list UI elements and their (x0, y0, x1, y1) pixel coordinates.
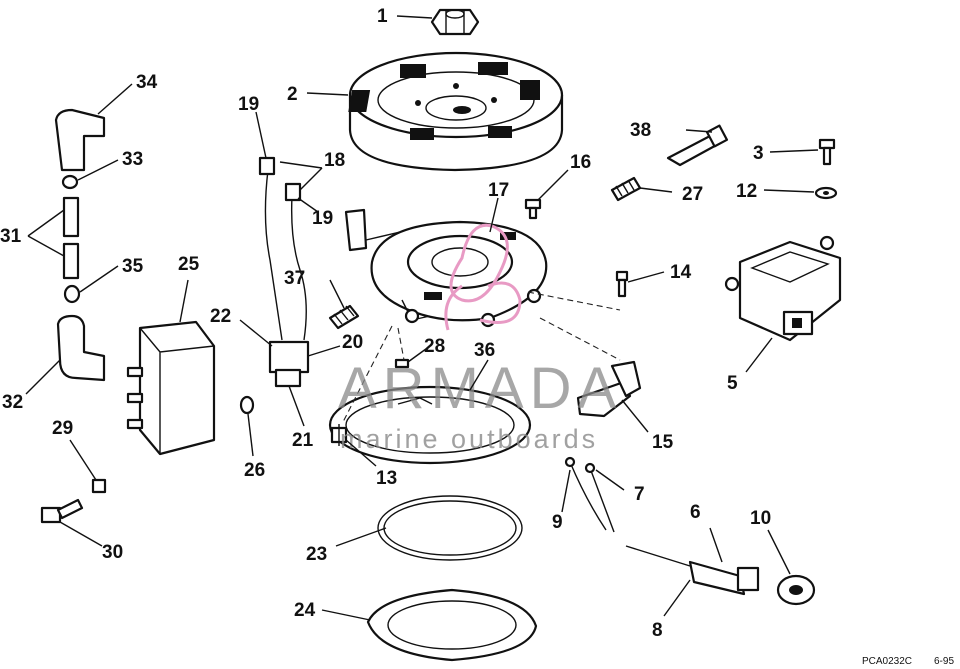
callout-3: 3 (753, 143, 764, 164)
callout-36: 36 (474, 340, 495, 361)
part-16-screw (524, 198, 542, 220)
footer-date: 6-95 (934, 656, 954, 667)
part-30-bolt (40, 498, 84, 524)
part-26-washer (239, 395, 255, 415)
callout-32: 32 (2, 392, 23, 413)
leader-lines (25, 15, 819, 621)
callout-8: 8 (652, 620, 663, 641)
callout-33: 33 (122, 149, 143, 170)
callout-29: 29 (52, 418, 73, 439)
part-28-screw (394, 358, 410, 369)
part-15-bracket (576, 360, 642, 418)
callout-35: 35 (122, 256, 144, 277)
watermark: ARMADA marine outboards (338, 223, 622, 454)
callout-14: 14 (670, 262, 692, 283)
callout-26: 26 (244, 460, 265, 481)
callout-5: 5 (727, 373, 738, 394)
part-1-nut (430, 8, 480, 36)
part-36-sensor-ring (328, 385, 532, 465)
callout-27: 27 (682, 184, 703, 205)
part-10-nut (776, 574, 816, 606)
part-3-screw (818, 138, 836, 166)
callout-34: 34 (136, 72, 158, 93)
part-27-spring (610, 176, 642, 202)
part-hoses (54, 108, 106, 382)
part-24-plate (366, 588, 538, 662)
callout-23: 23 (306, 544, 327, 565)
callout-10: 10 (750, 508, 771, 529)
part-2-flywheel (348, 51, 564, 172)
callout-15: 15 (652, 432, 674, 453)
callout-20: 20 (342, 332, 363, 353)
part-13-terminal (330, 424, 348, 446)
callout-13: 13 (376, 468, 397, 489)
callout-12: 12 (736, 181, 757, 202)
callout-24: 24 (294, 600, 316, 621)
callout-6: 6 (690, 502, 701, 523)
guide-line-1 (527, 291, 621, 311)
callout-31: 31 (0, 226, 22, 247)
callout-2: 2 (287, 84, 298, 105)
callout-25: 25 (178, 254, 200, 275)
part-23-retaining-ring (377, 495, 523, 561)
part-harness (258, 156, 310, 411)
callout-19-top: 19 (238, 94, 259, 115)
part-5-module (724, 235, 842, 342)
guide-line-4 (397, 327, 405, 361)
callouts: 1 2 3 5 6 7 8 9 10 12 13 14 15 16 17 18 … (0, 6, 771, 641)
callout-37: 37 (284, 268, 305, 289)
callout-9: 9 (552, 512, 563, 533)
callout-19-bottom: 19 (312, 208, 333, 229)
watermark-logo-icon (444, 223, 522, 331)
callout-7: 7 (634, 484, 645, 505)
callout-16: 16 (570, 152, 591, 173)
callout-17: 17 (488, 180, 509, 201)
part-12-washer (814, 186, 838, 200)
part-29-nut (91, 478, 107, 494)
watermark-subtitle: marine outboards (340, 424, 598, 454)
callout-30: 30 (102, 542, 123, 563)
guide-line-2 (539, 317, 621, 361)
callout-1: 1 (377, 6, 388, 27)
callout-28: 28 (424, 336, 445, 357)
part-38-probe (666, 124, 729, 167)
part-leads (564, 456, 615, 533)
callout-21: 21 (292, 430, 314, 451)
part-6-connector (625, 545, 760, 596)
callout-18: 18 (324, 150, 345, 171)
part-37-spring (328, 304, 360, 330)
callout-38: 38 (630, 120, 651, 141)
part-14-screw (615, 270, 629, 298)
part-25-rectifier (126, 320, 216, 456)
callout-22: 22 (210, 306, 231, 327)
watermark-title: ARMADA (338, 356, 622, 421)
guide-line-3 (341, 325, 393, 425)
footer-code: PCA0232C (862, 656, 912, 667)
